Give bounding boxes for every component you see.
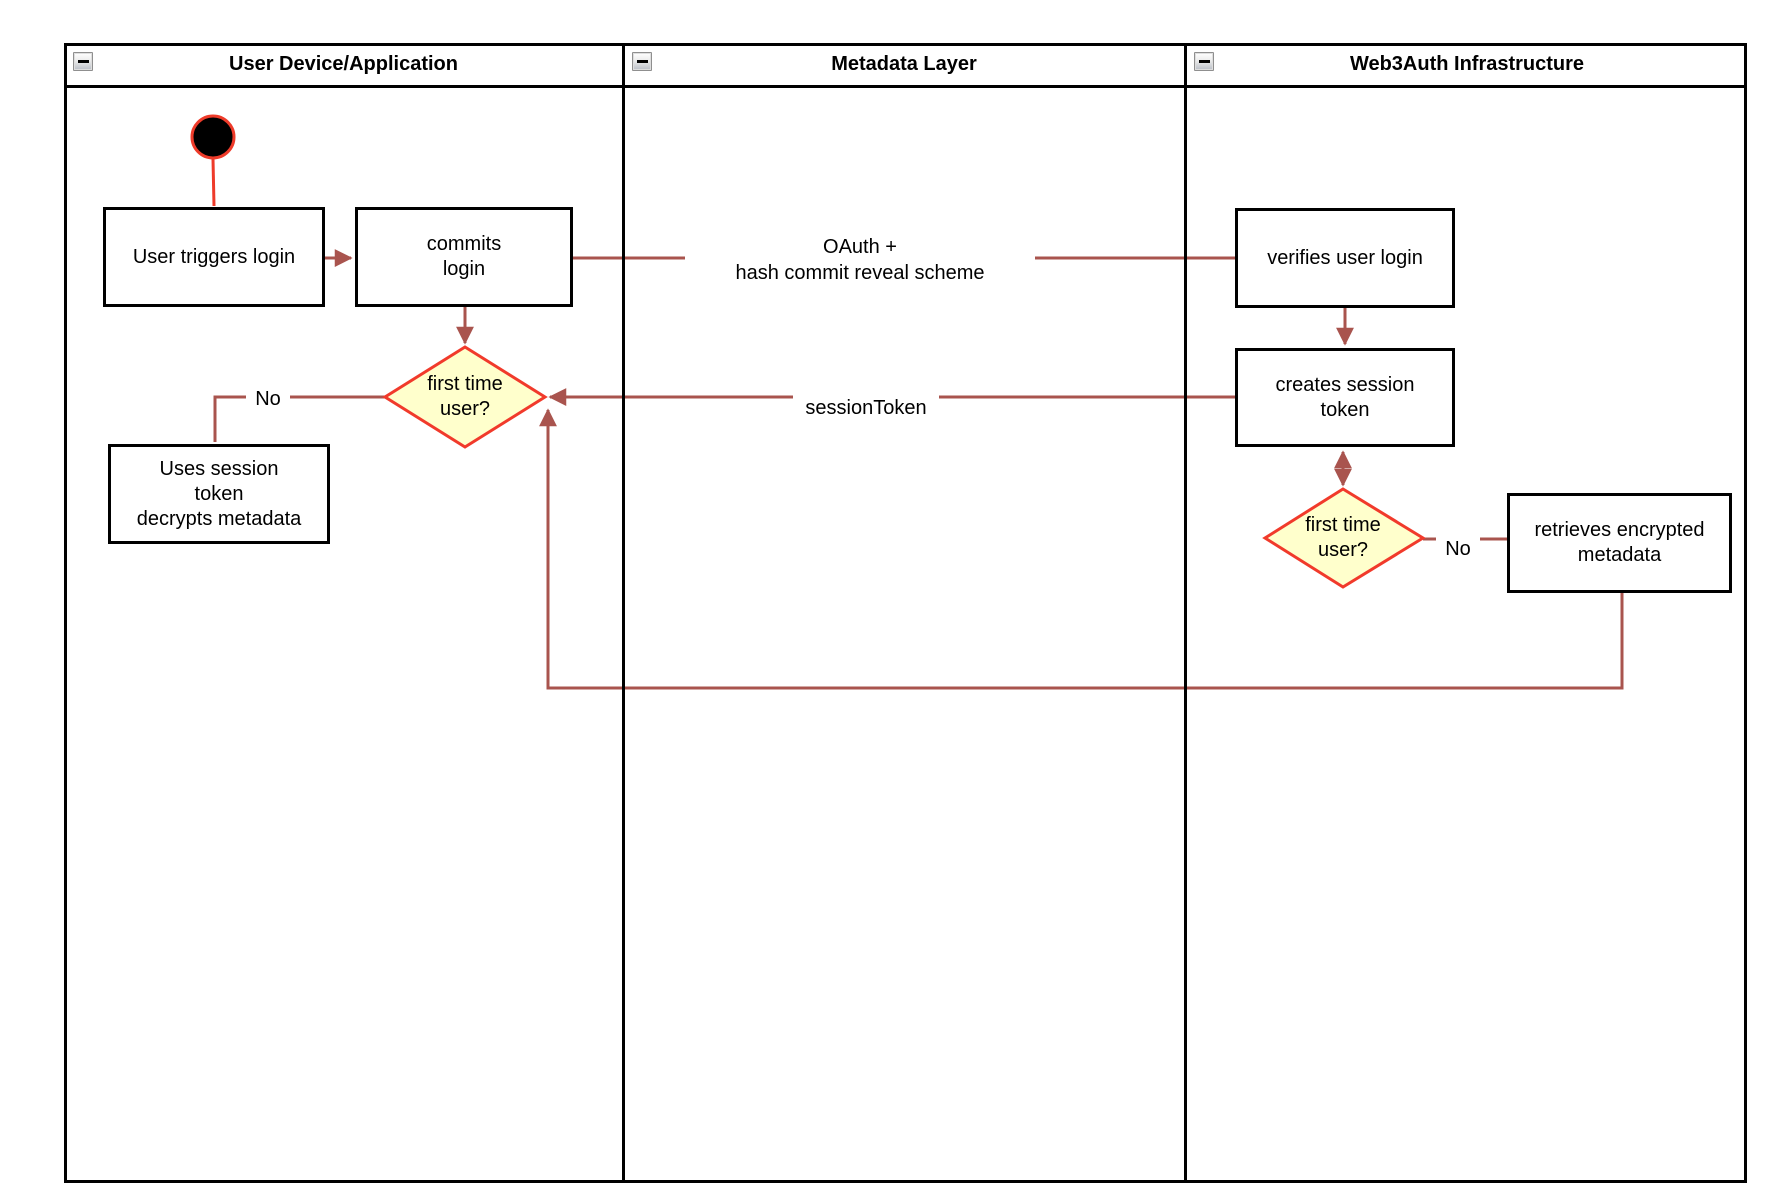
node-uses-session-token[interactable]: Uses session token decrypts metadata: [108, 444, 330, 544]
edge-start-to-user-triggers-login: [211, 158, 216, 207]
node-label: User triggers login: [132, 245, 296, 268]
node-verifies-user-login[interactable]: verifies user login: [1235, 208, 1455, 308]
lane-divider-2: [1184, 43, 1187, 1183]
node-label: retrieves encrypted metadata: [1534, 519, 1705, 566]
minus-icon[interactable]: [632, 52, 652, 71]
minus-bar: [636, 60, 648, 63]
lane-title-metadata-layer: Metadata Layer: [831, 53, 977, 75]
lane-title-web3auth-infrastructure: Web3Auth Infrastructure: [1349, 53, 1585, 75]
node-label: commits login: [426, 233, 502, 280]
node-creates-session-token[interactable]: creates session token: [1235, 348, 1455, 447]
node-label: Uses session token decrypts metadata: [136, 457, 302, 530]
minus-icon[interactable]: [1194, 52, 1214, 71]
edge-retrieves-return-to-decision-device: [539, 408, 1624, 690]
minus-bar: [77, 60, 89, 63]
edge-label-session-token: sessionToken: [793, 395, 939, 421]
node-retrieves-encrypted-metadata[interactable]: retrieves encrypted metadata: [1507, 493, 1732, 593]
decision-label-web3auth: first time user?: [1305, 514, 1381, 561]
minus-bar: [1198, 60, 1210, 63]
edge-label-no-device: No: [246, 386, 290, 412]
node-label: creates session token: [1275, 373, 1415, 421]
initial-node[interactable]: [190, 114, 236, 160]
lane-header-underline: [64, 85, 1747, 88]
node-label: verifies user login: [1267, 246, 1423, 269]
decision-first-time-user-web3auth[interactable]: [1262, 487, 1426, 589]
edge-label-oauth: OAuth + hash commit reveal scheme: [685, 234, 1035, 286]
lane-title-user-device: User Device/Application: [229, 53, 458, 75]
lane-divider-1: [622, 43, 625, 1183]
decision-label-device: first time user?: [427, 373, 503, 420]
node-user-triggers-login[interactable]: User triggers login: [103, 207, 325, 307]
node-commits-login[interactable]: commits login: [355, 207, 573, 307]
edge-no-to-uses-session-token: [213, 395, 385, 442]
pool-frame: [64, 43, 1747, 1183]
decision-first-time-user-device[interactable]: [382, 345, 548, 449]
edge-label-no-web3auth: No: [1436, 536, 1480, 562]
minus-icon[interactable]: [73, 52, 93, 71]
